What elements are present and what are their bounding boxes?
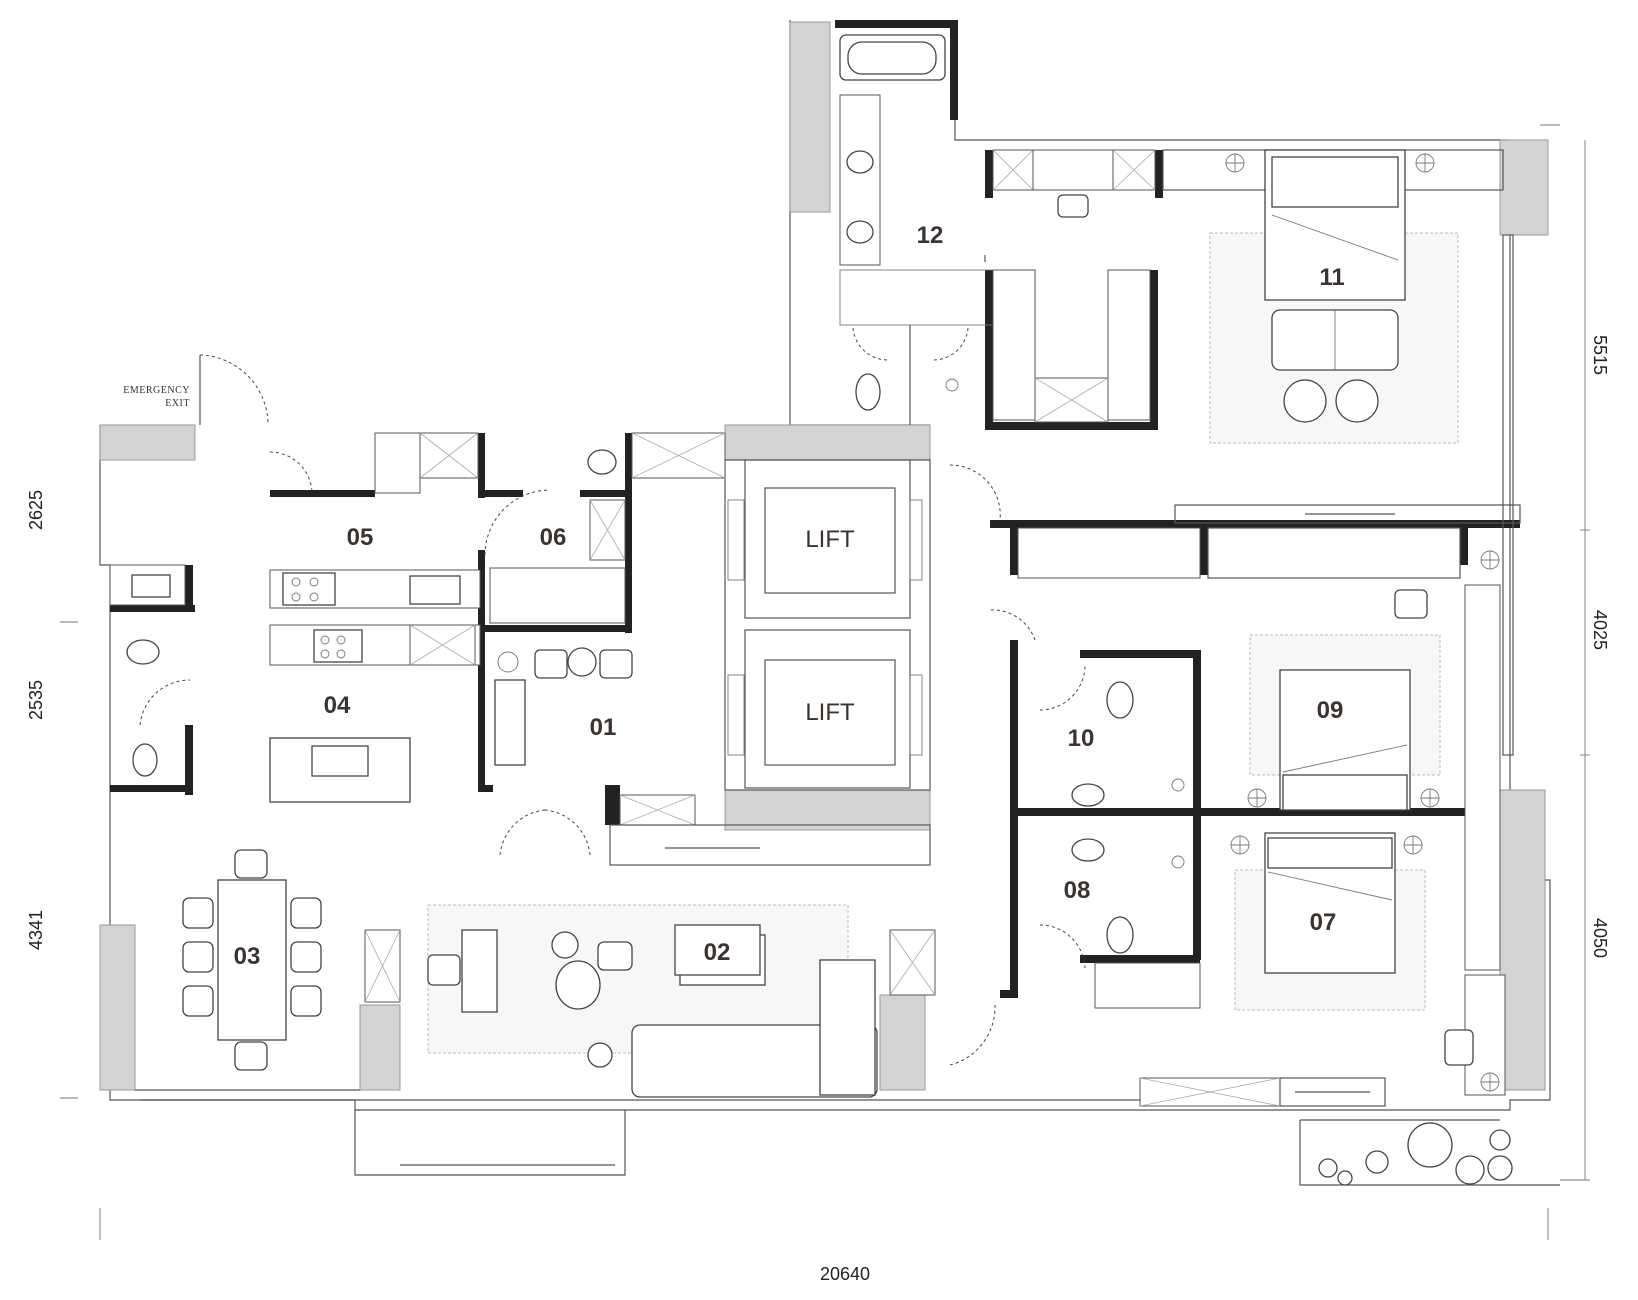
- dim-left-bottom: 4341: [26, 910, 46, 950]
- room-label-11: 11: [1319, 264, 1344, 291]
- room-label-10: 10: [1068, 725, 1095, 752]
- lift-label-top: LIFT: [805, 526, 855, 553]
- lift-label-bottom: LIFT: [805, 699, 855, 726]
- room-label-02: 02: [704, 939, 731, 966]
- dim-right-top: 5515: [1590, 335, 1610, 375]
- left-bath-fixtures: [109, 564, 191, 777]
- bathroom-12-fixtures: [839, 34, 1006, 425]
- bedroom-11-furniture: [1162, 149, 1514, 756]
- emergency-exit-label-line1: EMERGENCY: [123, 385, 190, 396]
- room-label-08: 08: [1064, 877, 1091, 904]
- room-label-06: 06: [540, 524, 567, 551]
- planter: [1318, 1122, 1513, 1186]
- dim-left-top: 2625: [26, 490, 46, 530]
- room-06-fixtures: [484, 432, 726, 624]
- dim-right-mid: 4025: [1590, 610, 1610, 650]
- kitchen-fixtures: [269, 432, 481, 803]
- living-02-furniture: [364, 464, 1001, 1098]
- room-label-12: 12: [917, 222, 944, 249]
- room-label-07: 07: [1310, 909, 1337, 936]
- entry-01-furniture: [494, 647, 931, 866]
- dim-right-bottom: 4050: [1590, 918, 1610, 958]
- room-label-09: 09: [1317, 697, 1344, 724]
- structural-columns: [99, 21, 1549, 1091]
- dimension-lines: [60, 124, 1590, 1240]
- walls: [110, 20, 1520, 998]
- emergency-exit-label-line2: EXIT: [165, 398, 190, 409]
- right-wing-furniture: [989, 504, 1521, 1107]
- lift-core: [724, 459, 931, 791]
- emergency-exit-door: [199, 354, 269, 426]
- room-label-03: 03: [234, 943, 261, 970]
- dining-03-furniture: [135, 849, 360, 1091]
- dim-left-mid: 2535: [26, 680, 46, 720]
- dim-bottom: 20640: [820, 1264, 870, 1284]
- room-label-01: 01: [590, 714, 617, 741]
- room-label-05: 05: [347, 524, 374, 551]
- room-label-04: 04: [324, 692, 351, 719]
- walk-in-closet: [992, 149, 1156, 423]
